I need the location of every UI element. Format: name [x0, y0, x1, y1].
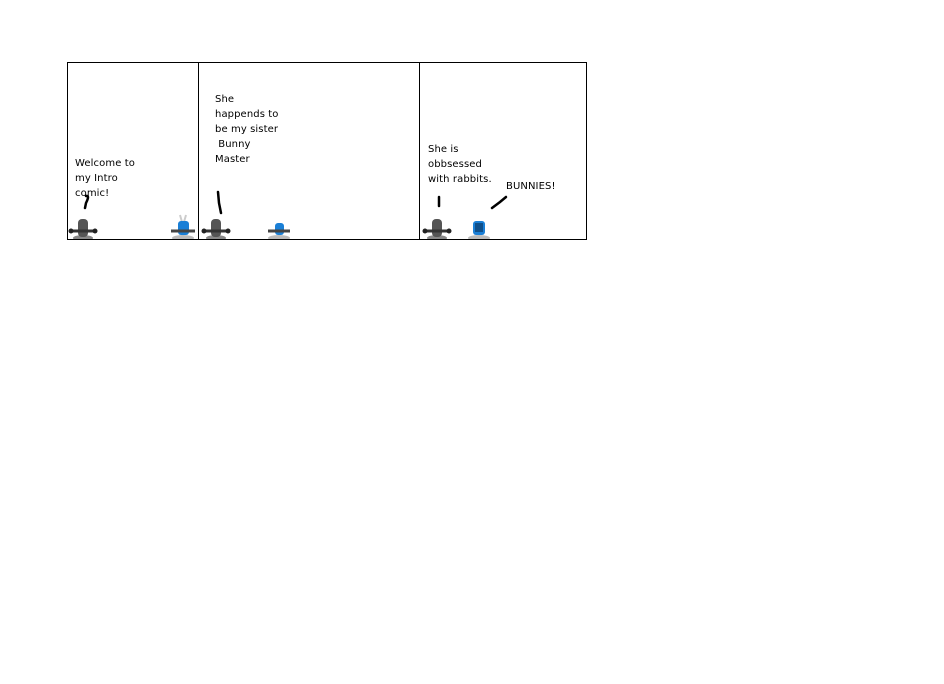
dialogue-line: my Intro [75, 173, 118, 184]
comic-strip: Welcome to my Intro comic! She happends to b… [67, 62, 587, 240]
grey-character [201, 219, 231, 239]
grey-character [422, 219, 452, 239]
dialogue-line: be my sister [215, 124, 279, 135]
panel-3-dialogue: She is obbsessed with rabbits. [428, 142, 492, 187]
dialogue-line: She is [428, 144, 459, 155]
dialogue-line: Bunny [215, 139, 251, 150]
speech-tail [216, 190, 223, 215]
dialogue-line: She [215, 94, 235, 105]
panel-1-dialogue: Welcome to my Intro comic! [75, 156, 135, 201]
panel-1-figures [68, 194, 195, 239]
comic-panel-3: She is obbsessed with rabbits. BUNNIES! [419, 63, 587, 239]
blue-character [268, 223, 290, 239]
speech-tail [490, 195, 508, 210]
dialogue-line: comic! [75, 188, 110, 199]
comic-panel-1: Welcome to my Intro comic! [68, 63, 198, 239]
grey-character [68, 219, 98, 239]
dialogue-line: happends to [215, 109, 279, 120]
dialogue-line: obbsessed [428, 159, 482, 170]
dialogue-line: with rabbits. [428, 174, 492, 185]
bunnies-shout: BUNNIES! [506, 181, 556, 192]
panel-3-figures [422, 195, 508, 239]
blue-character [468, 221, 490, 239]
speech-tail [83, 194, 90, 210]
dialogue-line: Welcome to [75, 158, 135, 169]
panel-2-figures [201, 190, 290, 239]
blue-character [171, 214, 195, 239]
dialogue-line: Master [215, 154, 250, 165]
